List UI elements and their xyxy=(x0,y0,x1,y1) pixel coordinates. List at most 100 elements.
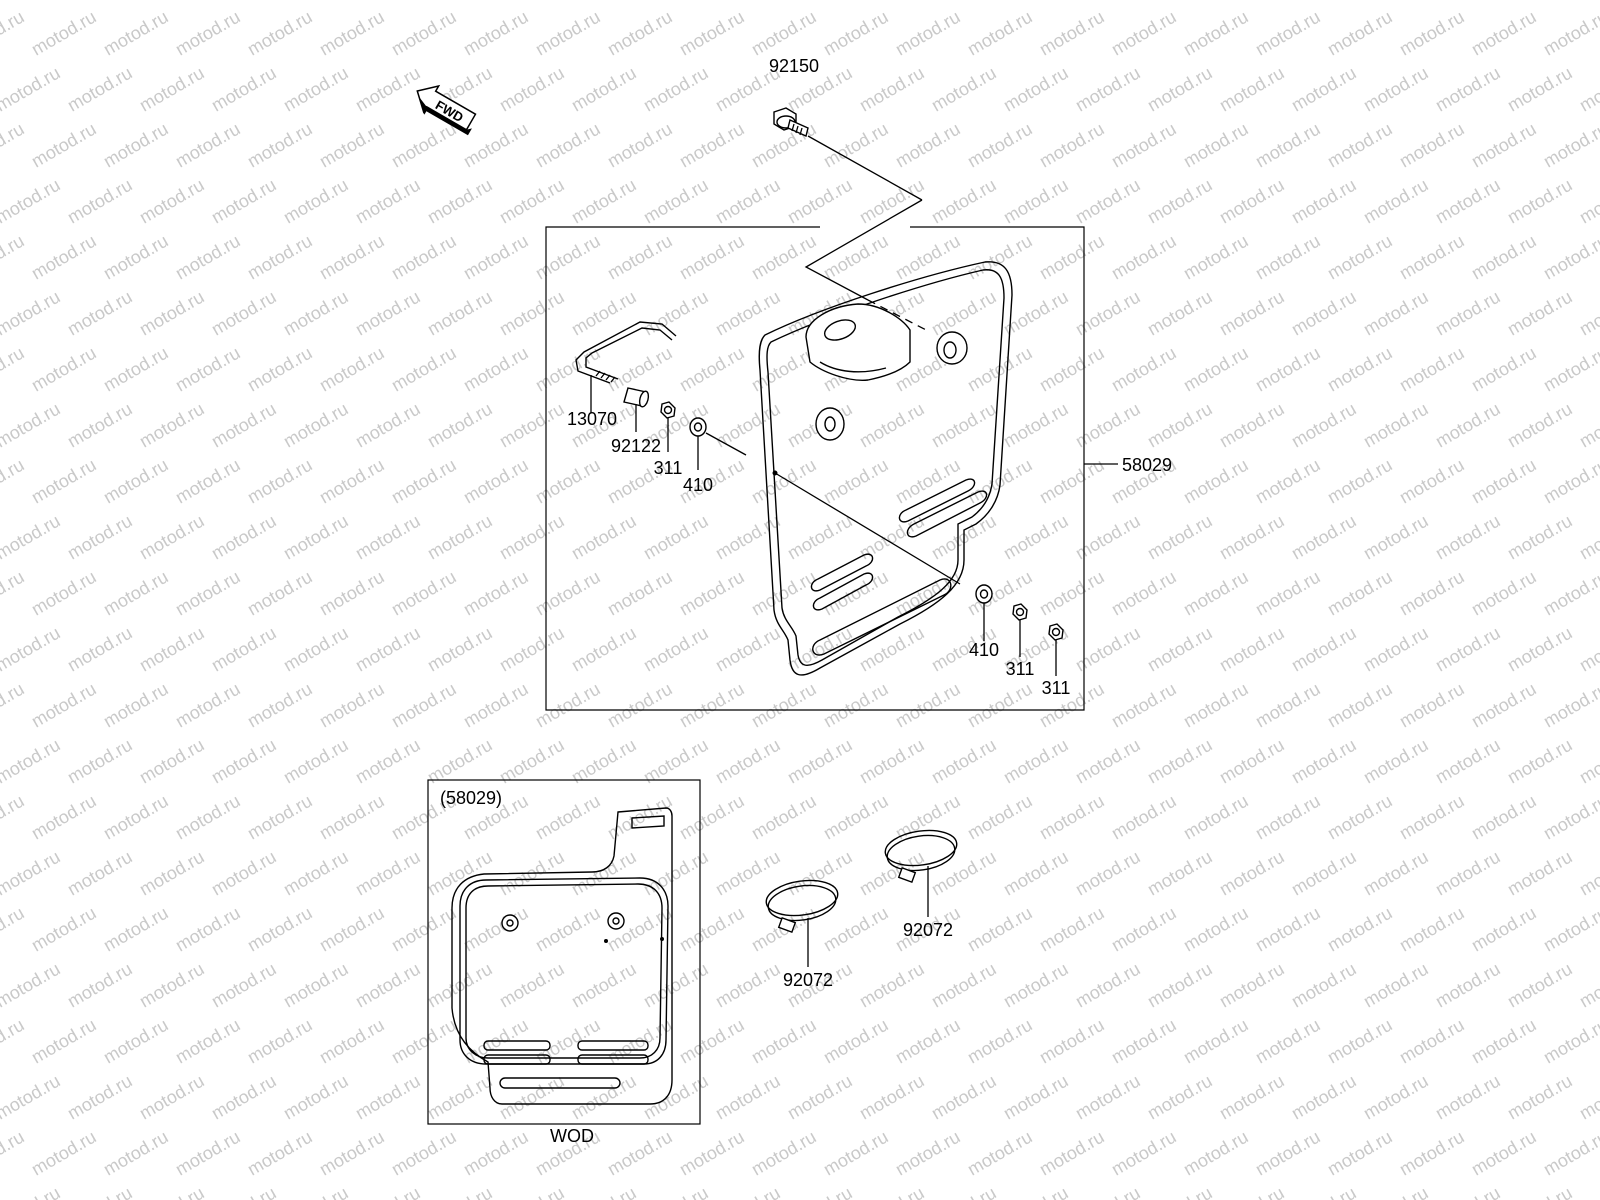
watermark-text: motod.ru xyxy=(1036,1015,1108,1068)
watermark-text: motod.ru xyxy=(316,567,388,620)
watermark-text: motod.ru xyxy=(1288,1183,1360,1200)
watermark-text: motod.ru xyxy=(1432,1183,1504,1200)
watermark-text: motod.ru xyxy=(640,623,712,676)
watermark-text: motod.ru xyxy=(532,679,604,732)
watermark-text: motod.ru xyxy=(712,0,784,3)
watermark-text: motod.ru xyxy=(316,679,388,732)
watermark-text: motod.ru xyxy=(424,0,496,3)
watermark-text: motod.ru xyxy=(676,231,748,284)
watermark-text: motod.ru xyxy=(640,287,712,340)
watermark-text: motod.ru xyxy=(820,903,892,956)
watermark-text: motod.ru xyxy=(388,455,460,508)
watermark-text: motod.ru xyxy=(28,7,100,60)
watermark-text: motod.ru xyxy=(100,455,172,508)
watermark-text: motod.ru xyxy=(1360,0,1432,3)
watermark-text: motod.ru xyxy=(1072,735,1144,788)
watermark-text: motod.ru xyxy=(1108,1127,1180,1180)
watermark-text: motod.ru xyxy=(748,7,820,60)
watermark-text: motod.ru xyxy=(460,343,532,396)
watermark-text: motod.ru xyxy=(460,7,532,60)
watermark-text: motod.ru xyxy=(712,1071,784,1124)
watermark-text: motod.ru xyxy=(424,847,496,900)
watermark-text: motod.ru xyxy=(0,1183,64,1200)
watermark-text: motod.ru xyxy=(0,735,64,788)
watermark-text: motod.ru xyxy=(676,679,748,732)
watermark-text: motod.ru xyxy=(856,623,928,676)
watermark-text: motod.ru xyxy=(856,959,928,1012)
watermark-text: motod.ru xyxy=(1432,847,1504,900)
watermark-text: motod.ru xyxy=(352,511,424,564)
watermark-text: motod.ru xyxy=(748,1127,820,1180)
watermark-text: motod.ru xyxy=(676,119,748,172)
inset-caption: WOD xyxy=(550,1126,594,1146)
watermark-text: motod.ru xyxy=(856,1071,928,1124)
watermark-text: motod.ru xyxy=(1468,903,1540,956)
cable-tie-icon xyxy=(884,829,958,917)
watermark-text: motod.ru xyxy=(0,511,64,564)
watermark-text: motod.ru xyxy=(1540,1015,1600,1068)
watermark-text: motod.ru xyxy=(1000,0,1072,3)
watermark-text: motod.ru xyxy=(316,343,388,396)
watermark-text: motod.ru xyxy=(1288,287,1360,340)
watermark-text: motod.ru xyxy=(1288,847,1360,900)
watermark-text: motod.ru xyxy=(1180,231,1252,284)
watermark-text: motod.ru xyxy=(100,791,172,844)
watermark-text: motod.ru xyxy=(388,679,460,732)
watermark-text: motod.ru xyxy=(784,0,856,3)
watermark-text: motod.ru xyxy=(64,399,136,452)
watermark-text: motod.ru xyxy=(64,175,136,228)
watermark-text: motod.ru xyxy=(784,735,856,788)
watermark-text: motod.ru xyxy=(820,7,892,60)
watermark-text: motod.ru xyxy=(208,63,280,116)
watermark-text: motod.ru xyxy=(928,847,1000,900)
watermark-text: motod.ru xyxy=(568,0,640,3)
watermark-text: motod.ru xyxy=(748,231,820,284)
watermark-text: motod.ru xyxy=(316,119,388,172)
watermark-text: motod.ru xyxy=(1576,1071,1600,1124)
watermark-text: motod.ru xyxy=(1072,623,1144,676)
watermark-text: motod.ru xyxy=(676,903,748,956)
watermark-text: motod.ru xyxy=(1360,1071,1432,1124)
watermark-text: motod.ru xyxy=(28,1015,100,1068)
watermark-text: motod.ru xyxy=(640,511,712,564)
watermark-text: motod.ru xyxy=(568,511,640,564)
watermark-text: motod.ru xyxy=(172,903,244,956)
watermark-text: motod.ru xyxy=(1324,567,1396,620)
watermark-text: motod.ru xyxy=(532,567,604,620)
watermark-text: motod.ru xyxy=(1432,63,1504,116)
watermark-text: motod.ru xyxy=(640,1183,712,1200)
watermark-text: motod.ru xyxy=(1036,343,1108,396)
watermark-text: motod.ru xyxy=(64,63,136,116)
watermark-text: motod.ru xyxy=(820,1127,892,1180)
watermark-text: motod.ru xyxy=(1252,231,1324,284)
watermark-text: motod.ru xyxy=(1504,399,1576,452)
watermark-text: motod.ru xyxy=(496,511,568,564)
watermark-text: motod.ru xyxy=(0,791,28,844)
watermark-text: motod.ru xyxy=(280,847,352,900)
watermark-text: motod.ru xyxy=(856,847,928,900)
watermark-text: motod.ru xyxy=(1324,7,1396,60)
watermark-text: motod.ru xyxy=(1036,567,1108,620)
watermark-text: motod.ru xyxy=(352,175,424,228)
watermark-text: motod.ru xyxy=(928,1071,1000,1124)
watermark-text: motod.ru xyxy=(100,679,172,732)
watermark-text: motod.ru xyxy=(1288,175,1360,228)
assembly-frame xyxy=(545,226,1085,711)
watermark-text: motod.ru xyxy=(1504,1183,1576,1200)
watermark-text: motod.ru xyxy=(208,399,280,452)
watermark-text: motod.ru xyxy=(1432,623,1504,676)
watermark-text: motod.ru xyxy=(100,567,172,620)
watermark-text: motod.ru xyxy=(784,511,856,564)
watermark-text: motod.ru xyxy=(172,119,244,172)
watermark-text: motod.ru xyxy=(1108,343,1180,396)
watermark-text: motod.ru xyxy=(1576,287,1600,340)
watermark-text: motod.ru xyxy=(0,1015,28,1068)
watermark-text: motod.ru xyxy=(604,231,676,284)
watermark-text: motod.ru xyxy=(1396,7,1468,60)
watermark-text: motod.ru xyxy=(964,791,1036,844)
watermark-text: motod.ru xyxy=(1144,399,1216,452)
watermark-text: motod.ru xyxy=(1432,735,1504,788)
watermark-text: motod.ru xyxy=(136,511,208,564)
watermark-text: motod.ru xyxy=(1108,119,1180,172)
watermark-text: motod.ru xyxy=(1252,567,1324,620)
